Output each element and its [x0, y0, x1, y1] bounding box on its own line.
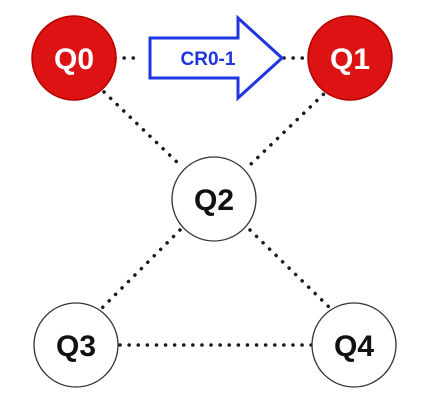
node-q0: Q0 — [31, 15, 117, 101]
node-q2-circle — [171, 156, 257, 242]
edge-q0-q2 — [102, 90, 182, 167]
edges — [96, 56, 332, 347]
node-q0-label: Q0 — [54, 43, 94, 76]
node-q0-circle — [31, 15, 117, 101]
node-q2-label: Q2 — [194, 184, 234, 217]
edge-q2-q4 — [248, 228, 332, 310]
node-q1-label: Q1 — [330, 43, 370, 76]
node-q4-label: Q4 — [334, 330, 374, 363]
node-q3-label: Q3 — [56, 330, 96, 363]
node-q4-circle — [311, 302, 397, 388]
node-q1: Q1 — [307, 15, 393, 101]
edge-q2-q3 — [96, 228, 182, 314]
cr-arrow: CR0-1 — [148, 14, 285, 102]
node-q3: Q3 — [33, 302, 119, 388]
cr-arrow-label: CR0-1 — [181, 49, 236, 70]
cr-arrow-shape — [148, 14, 285, 102]
node-q4: Q4 — [311, 302, 397, 388]
node-q1-circle — [307, 15, 393, 101]
edge-q1-q2 — [248, 86, 332, 167]
node-q2: Q2 — [171, 156, 257, 242]
node-q3-circle — [33, 302, 119, 388]
